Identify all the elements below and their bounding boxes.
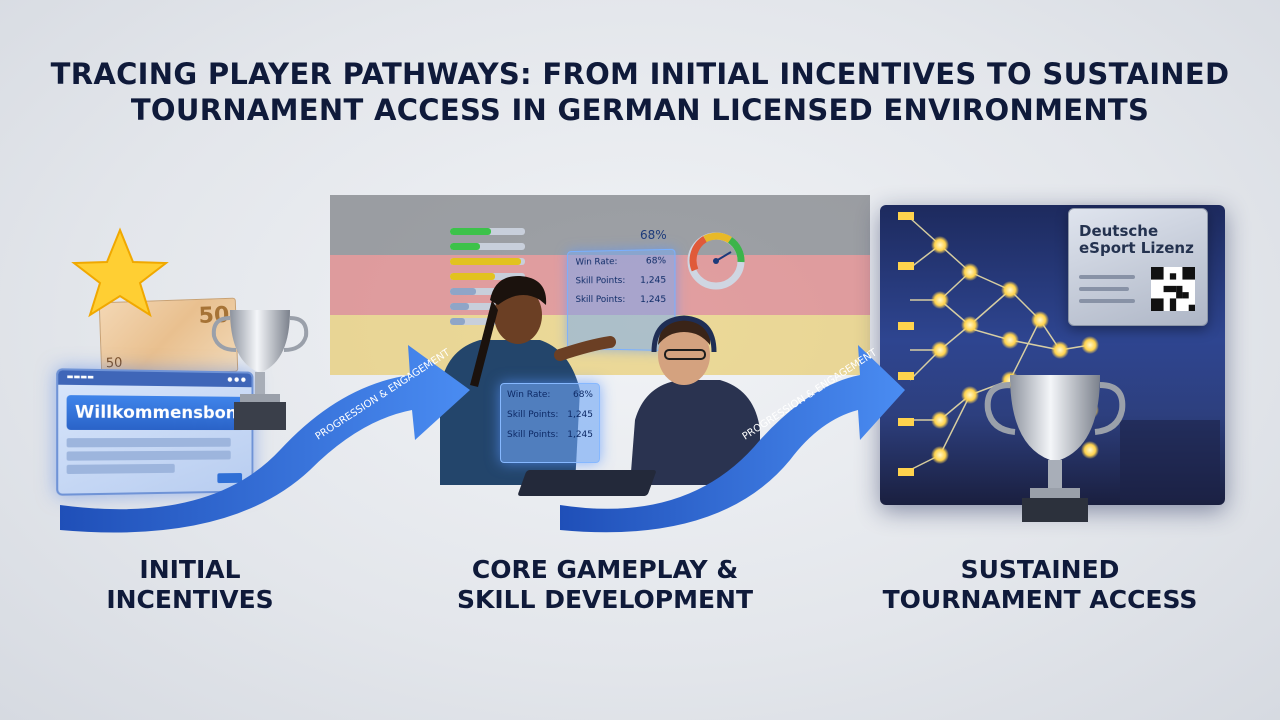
title-line-2: TOURNAMENT ACCESS IN GERMAN LICENSED ENV… [130,93,1150,127]
stage-label-core-gameplay: CORE GAMEPLAY & SKILL DEVELOPMENT [440,555,770,615]
screen-label: Win Rate: [507,390,551,400]
laptop-stats-screen: Win Rate: 68% Skill Points: 1,245 Skill … [500,383,600,463]
gauge-icon [687,232,745,290]
championship-trophy-icon [984,375,1126,522]
license-line-1: Deutsche [1079,222,1159,240]
esport-license-card: Deutsche eSport Lizenz [1068,208,1208,326]
progress-bar [450,288,525,295]
screen-label: Skill Points: [507,430,559,440]
stage-3-line-1: SUSTAINED [960,555,1120,584]
stage-1-line-2: INCENTIVES [106,585,274,614]
progress-bar [450,243,525,250]
screen-row: Win Rate: 68% [507,390,593,400]
license-text-line [1079,275,1135,279]
screen-row: Skill Points: 1,245 [507,410,593,420]
win-rate-percent: 68% [640,228,667,242]
progress-bar [450,258,525,265]
crowd-area [1120,420,1220,500]
screen-row: Skill Points: 1,245 [507,430,593,440]
stage-label-initial-incentives: INITIAL INCENTIVES [90,555,290,615]
progress-bar [450,303,525,310]
license-text-line [1079,287,1129,291]
headset-icon [651,315,717,353]
title-line-1: TRACING PLAYER PATHWAYS: FROM INITIAL IN… [50,57,1230,91]
stage-2-line-2: SKILL DEVELOPMENT [456,585,754,614]
stage-1-line-1: INITIAL [139,555,241,584]
screen-value: 68% [572,390,593,400]
player-man-figure [630,315,760,485]
star-icon [71,227,169,318]
progress-bars [450,228,525,333]
flag-stripe-black [330,195,870,255]
page-title: TRACING PLAYER PATHWAYS: FROM INITIAL IN… [40,56,1240,128]
stage-2-line-1: CORE GAMEPLAY & [471,555,739,584]
progress-bar [450,273,525,280]
progress-bar [450,228,525,235]
stage-3-line-2: TOURNAMENT ACCESS [882,585,1198,614]
progression-arrow-2: PROGRESSION & ENGAGEMENT [560,345,905,533]
license-line-2: eSport Lizenz [1079,239,1194,257]
stage-label-tournament-access: SUSTAINED TOURNAMENT ACCESS [860,555,1220,615]
bracket-nodes [898,212,1099,476]
trophy-icon [211,310,309,430]
license-text-line [1079,299,1135,303]
screen-value: 1,245 [567,410,593,420]
qr-code-icon [1151,267,1195,311]
screen-label: Skill Points: [507,410,559,420]
screen-value: 1,245 [567,430,593,440]
license-title: Deutsche eSport Lizenz [1079,223,1194,257]
